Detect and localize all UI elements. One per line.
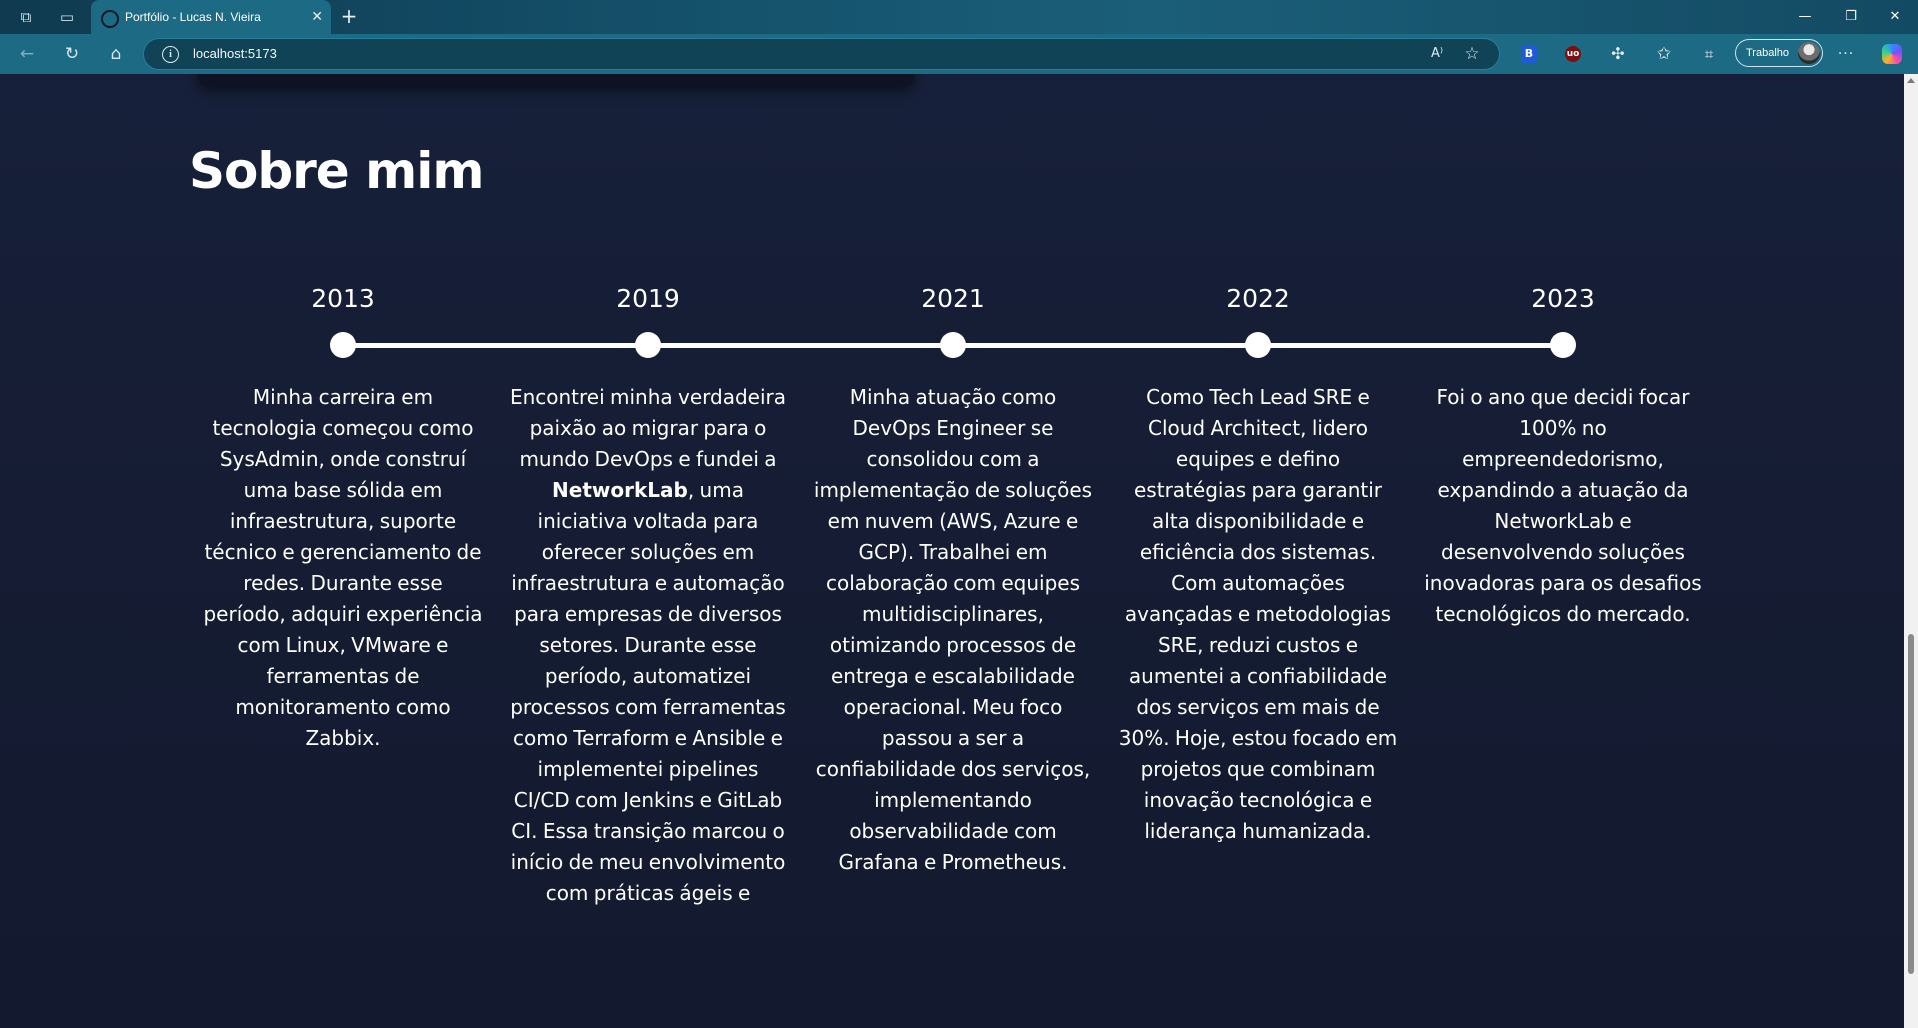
page-viewport: Sobre mim 2013 Minha carreira em tecnolo…: [0, 74, 1904, 1028]
timeline-text-before: Encontrei minha verdadeira paixão ao mig…: [509, 385, 787, 471]
scroll-up-arrow-icon[interactable]: [1907, 78, 1915, 83]
timeline-year: 2022: [1226, 284, 1290, 313]
read-aloud-icon[interactable]: A⁾: [1430, 46, 1444, 61]
tab-actions-icon[interactable]: ▭: [59, 8, 75, 26]
timeline-dot: [940, 332, 966, 358]
browser-title-bar: ⧉ ▭ Portfólio - Lucas N. Vieira ✕ + — ❐ …: [0, 0, 1918, 34]
profile-button[interactable]: Trabalho: [1735, 39, 1823, 67]
bitwarden-extension-icon[interactable]: B: [1521, 45, 1537, 63]
extensions-icon[interactable]: ✣: [1611, 44, 1625, 63]
timeline-dot: [635, 332, 661, 358]
timeline-dot: [1245, 332, 1271, 358]
timeline-description: Encontrei minha verdadeira paixão ao mig…: [508, 382, 788, 909]
timeline-dot: [330, 332, 356, 358]
timeline-text-after: , uma iniciativa voltada para oferecer s…: [510, 478, 786, 905]
company-name-highlight: NetworkLab: [552, 478, 688, 502]
address-bar[interactable]: i localhost:5173 A⁾ ☆: [143, 38, 1500, 70]
section-title: Sobre mim: [189, 142, 484, 200]
back-icon[interactable]: ←: [19, 44, 35, 64]
browser-toolbar: ← ↻ ⌂ i localhost:5173 A⁾ ☆ B uo ✣ ✩ ⌗ T…: [0, 34, 1918, 74]
restore-icon[interactable]: ❐: [1845, 9, 1857, 24]
ublock-extension-icon[interactable]: uo: [1565, 46, 1581, 62]
timeline-dot: [1550, 332, 1576, 358]
timeline-description: Minha carreira em tecnologia começou com…: [203, 385, 483, 750]
timeline-year: 2021: [921, 284, 985, 313]
favorites-icon[interactable]: ✩: [1656, 44, 1672, 64]
screenshot-icon[interactable]: ⌗: [1704, 45, 1714, 63]
timeline-description: Minha atuação como DevOps Engineer se co…: [813, 385, 1093, 874]
add-favorite-icon[interactable]: ☆: [1464, 44, 1480, 64]
timeline-year: 2013: [311, 284, 375, 313]
scrollbar-thumb[interactable]: [1908, 634, 1914, 974]
address-url[interactable]: localhost:5173: [193, 46, 277, 61]
copilot-icon[interactable]: [1882, 44, 1902, 64]
new-tab-icon[interactable]: +: [340, 4, 358, 28]
timeline-year: 2023: [1531, 284, 1595, 313]
avatar: [1798, 42, 1820, 64]
refresh-icon[interactable]: ↻: [64, 44, 80, 64]
site-info-icon[interactable]: i: [162, 46, 179, 63]
workspaces-icon[interactable]: ⧉: [20, 8, 32, 26]
tab-close-icon[interactable]: ✕: [311, 9, 323, 25]
tab-favicon-icon: [101, 10, 119, 28]
previous-card: [198, 74, 914, 86]
browser-tab-active[interactable]: Portfólio - Lucas N. Vieira ✕: [91, 0, 331, 34]
profile-label: Trabalho: [1746, 47, 1790, 59]
timeline-year: 2019: [616, 284, 680, 313]
home-icon[interactable]: ⌂: [110, 44, 122, 64]
timeline-description: Como Tech Lead SRE e Cloud Architect, li…: [1118, 385, 1398, 843]
window-close-icon[interactable]: ✕: [1889, 9, 1901, 24]
tab-title: Portfólio - Lucas N. Vieira: [125, 10, 261, 24]
more-options-icon[interactable]: ···: [1837, 46, 1855, 62]
page-scrollbar[interactable]: [1904, 74, 1918, 1028]
minimize-icon[interactable]: —: [1798, 9, 1812, 24]
timeline-description: Foi o ano que decidi focar 100% no empre…: [1424, 385, 1702, 626]
